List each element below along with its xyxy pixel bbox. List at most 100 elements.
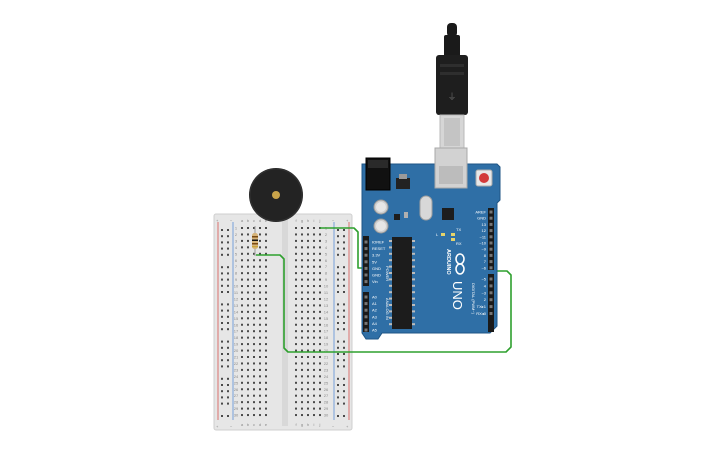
breadboard-hole[interactable]	[259, 265, 261, 268]
breadboard-hole[interactable]	[313, 227, 315, 229]
rail-hole[interactable]	[221, 396, 223, 399]
rail-hole[interactable]	[337, 235, 339, 238]
breadboard-hole[interactable]	[241, 265, 243, 268]
breadboard-hole[interactable]	[247, 401, 249, 404]
breadboard-hole[interactable]	[259, 414, 261, 417]
breadboard-hole[interactable]	[241, 291, 243, 294]
breadboard-hole[interactable]	[295, 272, 297, 275]
breadboard-hole[interactable]	[313, 356, 315, 358]
breadboard-hole[interactable]	[253, 310, 255, 313]
rail-hole[interactable]	[343, 315, 345, 318]
breadboard-hole[interactable]	[253, 375, 255, 378]
rail-hole[interactable]	[221, 309, 223, 312]
breadboard-hole[interactable]	[259, 252, 261, 255]
rail-hole[interactable]	[343, 402, 345, 405]
breadboard-hole[interactable]	[301, 265, 303, 268]
rail-hole[interactable]	[343, 384, 345, 386]
rail-hole[interactable]	[221, 229, 223, 231]
breadboard-hole[interactable]	[241, 375, 243, 378]
breadboard-hole[interactable]	[313, 401, 315, 404]
breadboard-hole[interactable]	[253, 381, 255, 384]
breadboard-hole[interactable]	[301, 246, 303, 249]
rail-hole[interactable]	[227, 266, 229, 269]
breadboard-hole[interactable]	[313, 343, 315, 346]
digital-header-top[interactable]	[488, 208, 494, 270]
breadboard-hole[interactable]	[319, 259, 321, 262]
breadboard-hole[interactable]	[253, 259, 255, 262]
rail-hole[interactable]	[343, 272, 345, 275]
breadboard-hole[interactable]	[259, 259, 261, 262]
rail-hole[interactable]	[227, 384, 229, 386]
breadboard-hole[interactable]	[319, 343, 321, 346]
breadboard-hole[interactable]	[259, 343, 261, 346]
breadboard-hole[interactable]	[259, 239, 261, 242]
header-pin[interactable]	[489, 291, 493, 295]
rail-hole[interactable]	[227, 402, 229, 405]
breadboard-hole[interactable]	[295, 388, 297, 391]
header-pin[interactable]	[364, 321, 368, 325]
breadboard-hole[interactable]	[295, 330, 297, 333]
rail-hole[interactable]	[221, 315, 223, 318]
piezo-buzzer-icon[interactable]	[249, 168, 303, 222]
breadboard-hole[interactable]	[313, 259, 315, 262]
rail-hole[interactable]	[343, 229, 345, 231]
rail-hole[interactable]	[227, 377, 229, 380]
breadboard-hole[interactable]	[265, 265, 267, 268]
rail-hole[interactable]	[337, 402, 339, 405]
breadboard-hole[interactable]	[301, 317, 303, 320]
breadboard-hole[interactable]	[301, 272, 303, 275]
breadboard-hole[interactable]	[247, 343, 249, 346]
breadboard-hole[interactable]	[247, 259, 249, 262]
breadboard-hole[interactable]	[319, 368, 321, 371]
rail-hole[interactable]	[343, 278, 345, 281]
breadboard-hole[interactable]	[295, 239, 297, 242]
breadboard-hole[interactable]	[307, 375, 309, 378]
breadboard-hole[interactable]	[265, 233, 267, 236]
breadboard-hole[interactable]	[247, 246, 249, 249]
rail-hole[interactable]	[337, 377, 339, 380]
rail-hole[interactable]	[221, 235, 223, 238]
breadboard-hole[interactable]	[259, 323, 261, 326]
breadboard-hole[interactable]	[253, 278, 255, 281]
rail-hole[interactable]	[227, 284, 229, 287]
breadboard-hole[interactable]	[307, 310, 309, 313]
breadboard-hole[interactable]	[295, 343, 297, 346]
breadboard-hole[interactable]	[301, 252, 303, 255]
rail-hole[interactable]	[343, 328, 345, 331]
rail-hole[interactable]	[227, 390, 229, 393]
breadboard-hole[interactable]	[241, 233, 243, 236]
breadboard-hole[interactable]	[301, 336, 303, 339]
rail-hole[interactable]	[337, 284, 339, 287]
breadboard-hole[interactable]	[307, 317, 309, 320]
breadboard-hole[interactable]	[253, 297, 255, 300]
rail-hole[interactable]	[227, 322, 229, 324]
rail-hole[interactable]	[221, 359, 223, 362]
breadboard-hole[interactable]	[253, 407, 255, 410]
breadboard-hole[interactable]	[247, 310, 249, 313]
breadboard-hole[interactable]	[241, 227, 243, 229]
breadboard-hole[interactable]	[313, 304, 315, 307]
breadboard-hole[interactable]	[253, 336, 255, 339]
breadboard-hole[interactable]	[319, 297, 321, 300]
breadboard-hole[interactable]	[301, 394, 303, 397]
breadboard-hole[interactable]	[265, 304, 267, 307]
header-pin[interactable]	[364, 315, 368, 319]
rail-hole[interactable]	[227, 272, 229, 275]
breadboard-hole[interactable]	[295, 362, 297, 365]
breadboard-hole[interactable]	[295, 414, 297, 417]
header-pin[interactable]	[489, 247, 493, 251]
header-pin[interactable]	[364, 266, 368, 270]
breadboard-hole[interactable]	[307, 343, 309, 346]
breadboard-hole[interactable]	[247, 381, 249, 384]
breadboard-hole[interactable]	[247, 349, 249, 352]
breadboard-hole[interactable]	[241, 310, 243, 313]
digital-header-bottom[interactable]	[488, 274, 494, 332]
breadboard-hole[interactable]	[259, 394, 261, 397]
rail-hole[interactable]	[337, 415, 339, 417]
breadboard-hole[interactable]	[265, 239, 267, 242]
rail-hole[interactable]	[343, 365, 345, 368]
breadboard-hole[interactable]	[313, 252, 315, 255]
breadboard-hole[interactable]	[265, 323, 267, 326]
breadboard-hole[interactable]	[307, 356, 309, 358]
